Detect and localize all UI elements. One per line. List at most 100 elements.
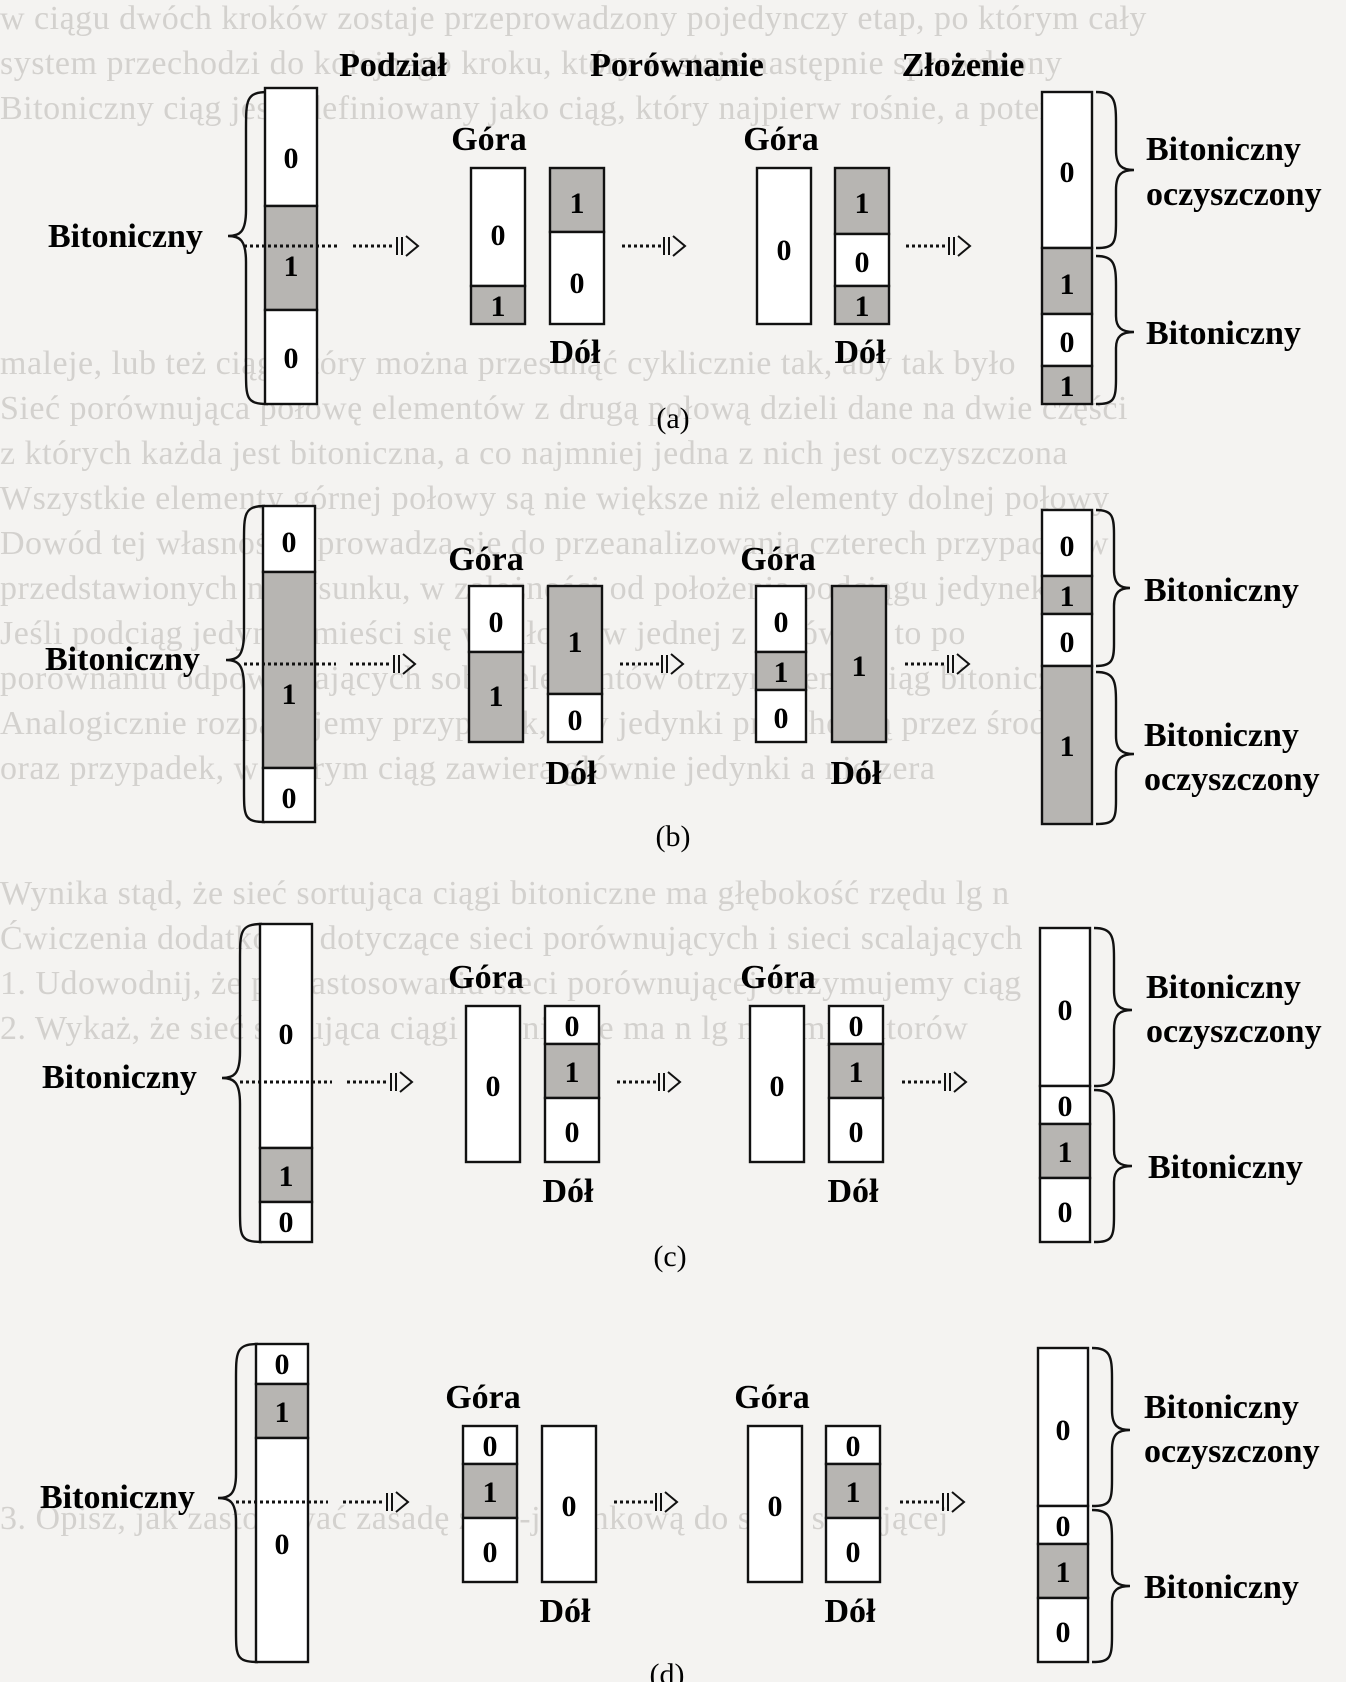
top-cell-zero <box>461 1516 519 1584</box>
top-label: Góra <box>451 121 527 158</box>
cell-value: 1 <box>846 1476 861 1509</box>
bottom-cell-zero <box>546 692 604 744</box>
cell-value: 0 <box>570 267 585 300</box>
background-text-line: porównaniu odpowiadających sobie element… <box>0 660 1089 697</box>
bitonic-cleaned-label-line1: Bitoniczny <box>1146 131 1301 168</box>
cell-value: 0 <box>491 219 506 252</box>
bottom-label: Dół <box>831 755 883 792</box>
background-text-line: Wszystkie elementy górnej połowy są nie … <box>0 480 1110 517</box>
arrow <box>614 1491 679 1513</box>
cell-value: 1 <box>855 187 870 220</box>
combined-cell-zero <box>1036 1504 1090 1546</box>
background-text-line: oraz przypadek, w którym ciąg zawiera gł… <box>0 750 936 787</box>
right-brace <box>1093 926 1133 1088</box>
cell-value: 0 <box>284 342 299 375</box>
bottom-cell-zero <box>824 1516 882 1584</box>
cell-value: 0 <box>774 606 789 639</box>
bitonic-cleaned-label-line2: oczyszczony <box>1146 176 1322 213</box>
cell-value: 1 <box>491 290 506 323</box>
panel-a-split: Góra 0 1 1 0 Dół <box>451 121 606 371</box>
panel-a-compare-result: Góra 0 0 1 1 Dół <box>743 121 891 371</box>
input-cell-zero <box>254 1436 310 1664</box>
background-text-line: Sieć porównująca połowę elementów z drug… <box>0 390 1128 427</box>
arrow <box>905 653 971 675</box>
bottom-label: Dół <box>835 334 887 371</box>
bottom-label: Dół <box>825 1593 877 1630</box>
cell-value: 0 <box>489 606 504 639</box>
input-cell-zero <box>258 1200 314 1244</box>
right-brace <box>1093 1088 1133 1244</box>
bitonic-label: Bitoniczny <box>40 1479 195 1516</box>
arrow <box>620 653 685 675</box>
left-brace <box>225 504 266 824</box>
bitonic-label: Bitoniczny <box>1146 315 1301 352</box>
background-text-line: w ciągu dwóch kroków zostaje przeprowadz… <box>0 0 1147 37</box>
cell-value: 0 <box>846 1536 861 1569</box>
cell-value: 0 <box>284 142 299 175</box>
bitonic-label: Bitoniczny <box>1148 1149 1303 1186</box>
combined-cell-zero <box>1038 926 1092 1088</box>
bitonic-label: Bitoniczny <box>42 1059 197 1096</box>
combined-cell-one <box>1040 574 1094 616</box>
top-cell-one <box>469 284 527 326</box>
top-label: Góra <box>740 959 816 996</box>
panel-d-compare-result: Góra 0 0 1 0 Dół <box>734 1379 882 1630</box>
arrow <box>343 1491 410 1513</box>
cell-value: 0 <box>275 1528 290 1561</box>
background-text-line: Dowód tej własności sprowadza się do prz… <box>0 525 1109 562</box>
bitonic-label: Bitoniczny <box>1144 572 1299 609</box>
cell-value: 1 <box>849 1056 864 1089</box>
cell-value: 1 <box>774 656 789 689</box>
bottom-cell-zero <box>543 1004 601 1046</box>
input-cell-one <box>261 570 317 770</box>
input-cell-one <box>263 204 319 312</box>
cell-value: 1 <box>279 1160 294 1193</box>
cell-value: 1 <box>284 250 299 283</box>
cell-value: 1 <box>483 1476 498 1509</box>
bottom-cell-one <box>824 1462 882 1520</box>
arrow <box>906 235 972 257</box>
cell-value: 0 <box>279 1018 294 1051</box>
top-label: Góra <box>743 121 819 158</box>
cell-value: 0 <box>565 1116 580 1149</box>
background-text-line: Wynika stąd, że sieć sortująca ciągi bit… <box>0 875 1010 912</box>
cell-value: 0 <box>486 1070 501 1103</box>
panel-d: Bitoniczny 0 1 0 Góra 0 <box>40 1342 1320 1682</box>
combined-cell-one <box>1036 1542 1090 1600</box>
background-text-line: Ćwiczenia dodatkowe dotyczące sieci poró… <box>0 920 1023 957</box>
bitonic-cleaned-label-line2: oczyszczony <box>1146 1013 1322 1050</box>
arrow <box>617 1071 682 1093</box>
cell-value: 1 <box>1060 268 1075 301</box>
arrow <box>353 235 420 257</box>
cell-value: 0 <box>1058 1196 1073 1229</box>
arrow <box>347 1071 414 1093</box>
top-cell-zero <box>464 1004 522 1164</box>
left-brace <box>221 922 263 1244</box>
top-cell-zero <box>754 688 808 744</box>
combined-cell-one <box>1040 664 1094 826</box>
top-label: Góra <box>448 541 524 578</box>
combined-cell-zero <box>1038 1084 1092 1126</box>
bottom-cell-one <box>830 584 888 744</box>
bitonic-label: Bitoniczny <box>45 641 200 678</box>
top-cell-zero <box>469 166 527 288</box>
panel-caption: (c) <box>653 1240 686 1273</box>
left-brace <box>217 1342 259 1664</box>
right-brace <box>1095 670 1135 826</box>
cell-value: 0 <box>282 782 297 815</box>
bottom-cell-one <box>833 166 891 236</box>
cell-value: 0 <box>846 1430 861 1463</box>
background-text-line: 1. Udowodnij, że po zastosowaniu sieci p… <box>0 965 1022 1002</box>
cell-value: 0 <box>849 1010 864 1043</box>
bottom-label: Dół <box>550 334 602 371</box>
panel-d-input: Bitoniczny 0 1 0 <box>40 1342 328 1664</box>
bitonic-cleaned-label-line1: Bitoniczny <box>1144 1389 1299 1426</box>
combined-cell-one <box>1040 364 1094 406</box>
arrow <box>350 653 417 675</box>
panel-d-split: Góra 0 1 0 0 Dół <box>445 1379 598 1630</box>
input-cell-zero <box>258 922 314 1150</box>
cell-value: 1 <box>568 626 583 659</box>
header-compare: Porównanie <box>590 47 764 84</box>
cell-value: 0 <box>774 702 789 735</box>
bottom-cell-zero <box>548 230 606 326</box>
